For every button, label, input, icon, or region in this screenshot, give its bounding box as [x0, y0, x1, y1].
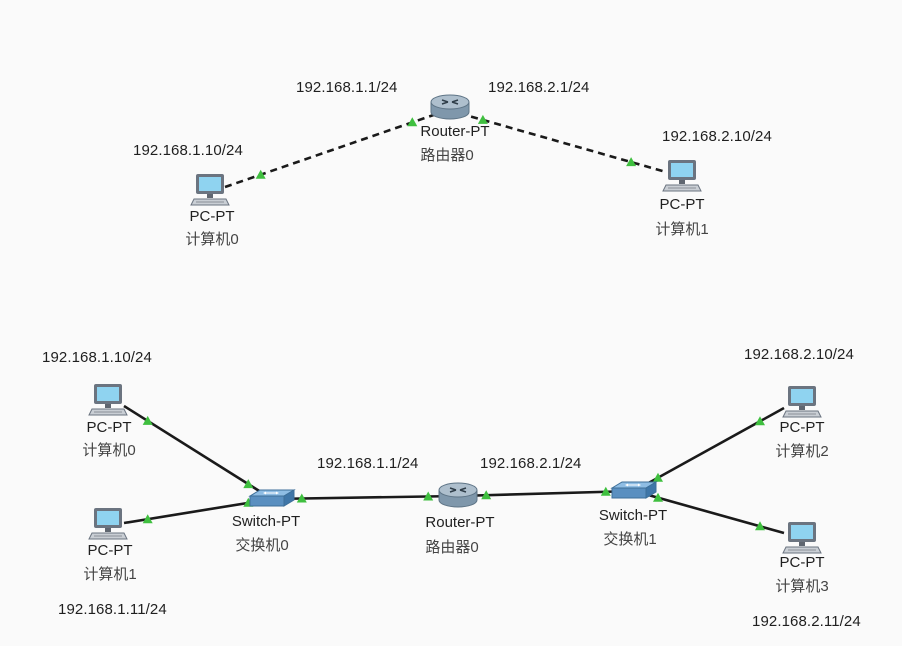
bottom-router0-model-label: Router-PT — [425, 514, 495, 531]
top-pc1-ip-label: 192.168.2.10/24 — [662, 128, 772, 145]
bottom-pc1-model-label: PC-PT — [87, 542, 133, 559]
top-router0-device[interactable] — [428, 92, 472, 122]
bottom-port-light-switch0 — [296, 493, 307, 503]
bottom-switch0-name-label: 交换机0 — [235, 537, 289, 554]
top-router0-model-label: Router-PT — [420, 123, 490, 140]
bottom-port-light-switch1 — [600, 486, 611, 496]
bottom-router0-ip-right-label: 192.168.2.1/24 — [480, 455, 582, 472]
bottom-pc2-model-label: PC-PT — [779, 419, 825, 436]
router-icon — [436, 480, 480, 510]
bottom-pc1-ip-label: 192.168.1.11/24 — [58, 601, 167, 618]
bottom-router0-name-label: 路由器0 — [425, 539, 479, 556]
bottom-pc1-name-label: 计算机1 — [83, 566, 137, 583]
bottom-pc3-ip-label: 192.168.2.11/24 — [752, 613, 861, 630]
pc-icon — [88, 506, 128, 542]
top-pc0-name-label: 计算机0 — [185, 231, 239, 248]
pc-icon — [190, 172, 230, 208]
top-port-light-pc0 — [255, 169, 266, 179]
bottom-port-light-switch0 — [243, 479, 254, 489]
top-router0-ip-left-label: 192.168.1.1/24 — [296, 79, 398, 96]
bottom-pc0-model-label: PC-PT — [86, 419, 132, 436]
bottom-switch0-device[interactable] — [248, 488, 296, 510]
bottom-pc2-name-label: 计算机2 — [775, 443, 829, 460]
pc-icon — [782, 520, 822, 556]
pc-icon — [662, 158, 702, 194]
bottom-port-light-pc0 — [142, 415, 153, 425]
top-pc1-device[interactable] — [662, 158, 702, 194]
pc-icon — [782, 384, 822, 420]
bottom-pc3-name-label: 计算机3 — [775, 578, 829, 595]
top-pc1-model-label: PC-PT — [659, 196, 705, 213]
top-router0-ip-right-label: 192.168.2.1/24 — [488, 79, 590, 96]
pc-icon — [88, 382, 128, 418]
bottom-pc3-model-label: PC-PT — [779, 554, 825, 571]
bottom-router0-device[interactable] — [436, 480, 480, 510]
bottom-pc0-ip-label: 192.168.1.10/24 — [42, 349, 152, 366]
switch-icon — [610, 480, 658, 502]
bottom-port-light-pc2 — [755, 416, 765, 426]
bottom-router0-ip-left-label: 192.168.1.1/24 — [317, 455, 419, 472]
top-port-light-router0 — [477, 114, 488, 124]
bottom-switch0-model-label: Switch-PT — [231, 513, 301, 530]
bottom-port-light-pc3 — [755, 521, 765, 531]
top-pc0-device[interactable] — [190, 172, 230, 208]
router-icon — [428, 92, 472, 122]
bottom-switch1-device[interactable] — [610, 480, 658, 502]
bottom-port-light-pc1 — [142, 514, 153, 524]
top-pc1-name-label: 计算机1 — [655, 221, 709, 238]
top-pc0-ip-label: 192.168.1.10/24 — [133, 142, 243, 159]
bottom-port-light-router0 — [481, 490, 492, 500]
top-port-light-router0 — [407, 117, 418, 127]
bottom-port-light-switch1 — [653, 492, 663, 502]
bottom-port-light-router0 — [423, 491, 434, 501]
bottom-switch1-name-label: 交换机1 — [603, 531, 657, 548]
top-port-light-pc1 — [626, 157, 637, 167]
bottom-pc1-device[interactable] — [88, 506, 128, 542]
bottom-pc3-device[interactable] — [782, 520, 822, 556]
bottom-switch1-model-label: Switch-PT — [598, 507, 668, 524]
bottom-pc0-name-label: 计算机0 — [82, 442, 136, 459]
top-pc0-model-label: PC-PT — [189, 208, 235, 225]
top-router0-name-label: 路由器0 — [420, 147, 474, 164]
bottom-pc2-device[interactable] — [782, 384, 822, 420]
switch-icon — [248, 488, 296, 510]
bottom-pc0-device[interactable] — [88, 382, 128, 418]
bottom-port-light-switch1 — [653, 472, 663, 482]
bottom-pc2-ip-label: 192.168.2.10/24 — [744, 346, 854, 363]
